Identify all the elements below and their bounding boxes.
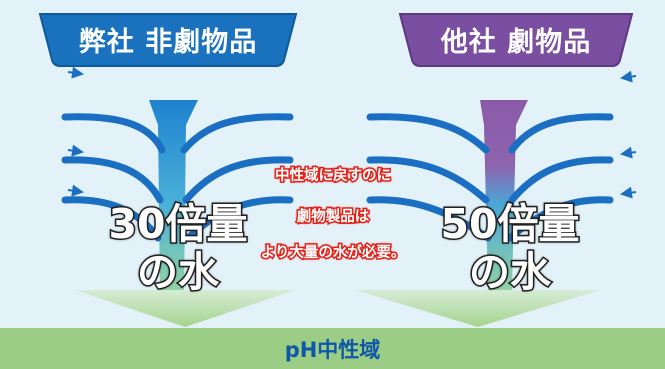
competitor-water-amount-line1: 50倍量 xyxy=(439,199,581,250)
left-flow xyxy=(61,66,294,290)
ph-neutral-label: pH中性域 xyxy=(284,337,381,362)
left-branch xyxy=(61,196,162,242)
flow-arrow-icon xyxy=(620,70,637,83)
flow-arrow-icon xyxy=(67,184,84,197)
own-water-amount: 30倍量 の水 xyxy=(98,199,258,298)
left-branch xyxy=(180,113,294,154)
own-product-label: 弊社 非劇物品 xyxy=(78,26,258,58)
down-arrow-icon xyxy=(355,290,600,327)
flow-arrow-icon xyxy=(620,146,637,159)
note-line-1: 中性域に戻すのに xyxy=(274,167,393,186)
right-branch xyxy=(366,113,490,154)
competitor-water-amount-line2: の水 xyxy=(468,247,553,298)
own-tag-shape xyxy=(38,13,298,67)
left-branch xyxy=(184,196,294,242)
flow-arrow-icon xyxy=(620,186,637,199)
note-line-3: より大量の水が必要。 xyxy=(259,244,407,263)
right-stem xyxy=(480,100,528,290)
right-branch xyxy=(508,156,614,204)
ph-band xyxy=(0,328,665,369)
right-branch xyxy=(366,196,492,242)
right-flow xyxy=(366,70,637,290)
left-branch xyxy=(182,156,294,204)
right-branch xyxy=(508,113,614,154)
flow-arrow-icon xyxy=(67,144,84,157)
left-branch xyxy=(61,113,166,154)
left-branch xyxy=(61,156,164,204)
right-branch xyxy=(366,156,490,204)
own-water-amount-line2: の水 xyxy=(136,247,221,298)
other-tag-shape xyxy=(398,13,634,67)
flow-arrow-icon xyxy=(67,66,84,79)
down-arrow-icon xyxy=(75,290,295,327)
right-branch xyxy=(506,196,614,242)
competitor-water-amount: 50倍量 の水 xyxy=(420,199,600,298)
own-water-amount-line1: 30倍量 xyxy=(107,199,249,250)
competitor-product-label: 他社 劇物品 xyxy=(440,26,592,58)
note-line-2: 劇物製品は xyxy=(295,208,371,227)
